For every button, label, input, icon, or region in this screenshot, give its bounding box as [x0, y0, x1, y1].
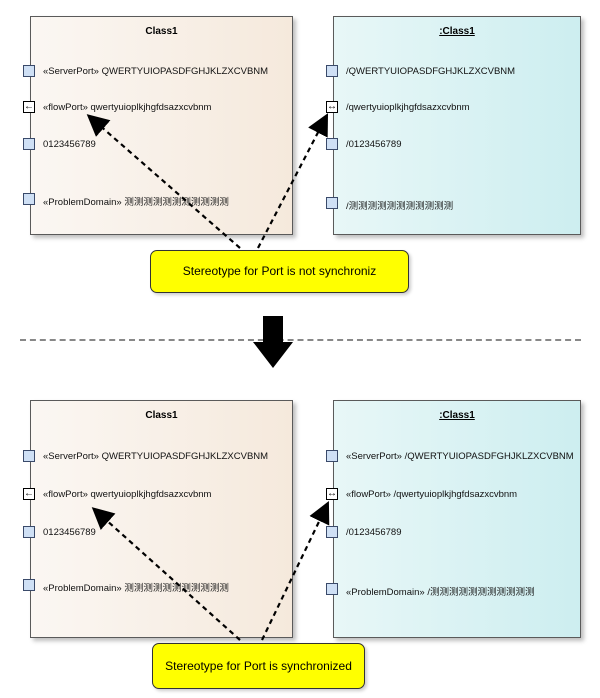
port-label: /0123456789 — [346, 139, 402, 150]
class-title: Class1 — [145, 410, 178, 421]
class1-instance-box[interactable]: :Class1 /QWERTYUIOPASDFGHJKLZXCVBNM ↔ /q… — [326, 16, 581, 235]
port-label: /QWERTYUIOPASDFGHJKLZXCVBNM — [346, 66, 516, 77]
port-label: /0123456789 — [346, 527, 402, 538]
port-icon[interactable] — [326, 450, 338, 462]
port-label: «ServerPort» QWERTYUIOPASDFGHJKLZXCVBNM — [43, 66, 269, 77]
port-label: «ServerPort» /QWERTYUIOPASDFGHJKLZXCVBNM — [346, 451, 574, 462]
bottom-diagram-panel: Class1 «ServerPort» QWERTYUIOPASDFGHJKLZ… — [0, 384, 600, 698]
port-label: «ServerPort» QWERTYUIOPASDFGHJKLZXCVBNM — [43, 451, 269, 462]
instance-title: :Class1 — [439, 410, 475, 421]
port-icon[interactable] — [326, 65, 338, 77]
class1-box[interactable]: Class1 «ServerPort» QWERTYUIOPASDFGHJKLZ… — [23, 16, 293, 235]
port-label: «flowPort» qwertyuioplkjhgfdsazxcvbnm — [43, 102, 212, 113]
port-icon[interactable] — [23, 526, 35, 538]
port-icon[interactable] — [326, 526, 338, 538]
instance-title: :Class1 — [439, 26, 475, 37]
left-arrow-icon[interactable]: ← — [23, 101, 35, 113]
port-label: /测测测测测测测测测测测 — [346, 201, 454, 212]
class1-instance-box[interactable]: :Class1 «ServerPort» /QWERTYUIOPASDFGHJK… — [326, 400, 581, 638]
port-label: 0123456789 — [43, 139, 96, 150]
port-icon[interactable] — [326, 197, 338, 209]
port-icon[interactable] — [326, 138, 338, 150]
dashed-divider — [20, 339, 581, 341]
note-callout[interactable]: Stereotype for Port is not synchroniz — [150, 250, 409, 293]
bidirectional-arrow-icon[interactable]: ↔ — [326, 488, 338, 500]
port-label: 0123456789 — [43, 527, 96, 538]
port-icon[interactable] — [23, 138, 35, 150]
note-callout[interactable]: Stereotype for Port is synchronized — [152, 643, 365, 689]
port-icon[interactable] — [23, 579, 35, 591]
port-icon[interactable] — [23, 65, 35, 77]
port-label: «flowPort» /qwertyuioplkjhgfdsazxcvbnm — [346, 489, 518, 500]
port-label: «ProblemDomain» /测测测测测测测测测测测 — [346, 587, 535, 598]
class-title: Class1 — [145, 26, 178, 37]
top-diagram-panel: Class1 «ServerPort» QWERTYUIOPASDFGHJKLZ… — [0, 0, 600, 300]
port-icon[interactable] — [326, 583, 338, 595]
bidirectional-arrow-icon[interactable]: ↔ — [326, 101, 338, 113]
port-icon[interactable] — [23, 193, 35, 205]
port-label: «ProblemDomain» 测测测测测测测测测测测 — [43, 583, 229, 594]
class1-box[interactable]: Class1 «ServerPort» QWERTYUIOPASDFGHJKLZ… — [23, 400, 293, 638]
left-arrow-icon[interactable]: ← — [23, 488, 35, 500]
port-label: «flowPort» qwertyuioplkjhgfdsazxcvbnm — [43, 489, 212, 500]
port-icon[interactable] — [23, 450, 35, 462]
down-arrow-icon — [253, 316, 293, 368]
port-label: /qwertyuioplkjhgfdsazxcvbnm — [346, 102, 470, 113]
port-label: «ProblemDomain» 测测测测测测测测测测测 — [43, 197, 229, 208]
